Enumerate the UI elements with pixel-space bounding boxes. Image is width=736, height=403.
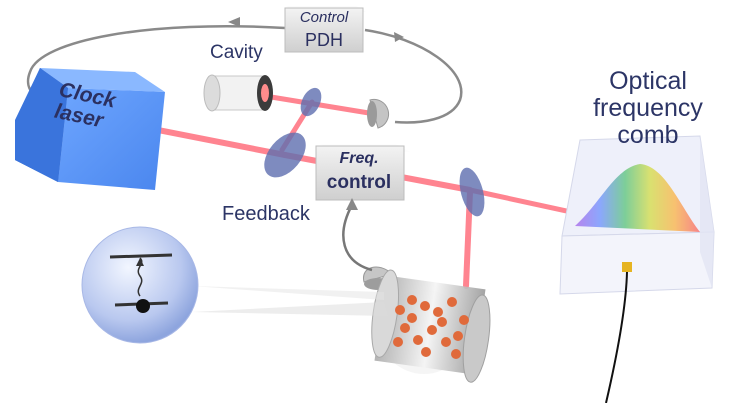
atom-cloud (393, 295, 469, 359)
freq-control-box (315, 144, 410, 201)
loop-arrow-icon (228, 17, 240, 27)
optical-frequency-comb (559, 135, 715, 403)
atom-chamber (371, 269, 491, 383)
optical-frequency-comb-label: Optical frequency comb (578, 68, 718, 149)
control-pdh-label-top: Control (299, 9, 349, 26)
control-pdh-box (284, 6, 366, 53)
comb-teeth (582, 162, 690, 230)
comb-label-line2: frequency (593, 94, 703, 122)
feedback-label: Feedback (222, 203, 310, 225)
control-pdh-label-bottom: PDH (304, 30, 343, 50)
optics (264, 87, 485, 217)
cavity (203, 74, 273, 112)
comb-label-line3: comb (617, 121, 679, 149)
atom-levels-inset (81, 226, 388, 344)
feedback-arrow-icon (346, 198, 358, 210)
pdh-loop-path-right (364, 28, 463, 124)
freq-control-label-bottom: control (326, 172, 392, 193)
feedback-cable (342, 204, 373, 272)
photodetector (367, 98, 390, 129)
clock-laser-box (15, 68, 165, 190)
freq-control-label-top: Freq. (339, 150, 379, 167)
comb-cable (605, 271, 628, 403)
comb-label-line1: Optical (609, 67, 687, 95)
cavity-label: Cavity (210, 42, 263, 63)
loop-arrow-icon (394, 32, 404, 42)
